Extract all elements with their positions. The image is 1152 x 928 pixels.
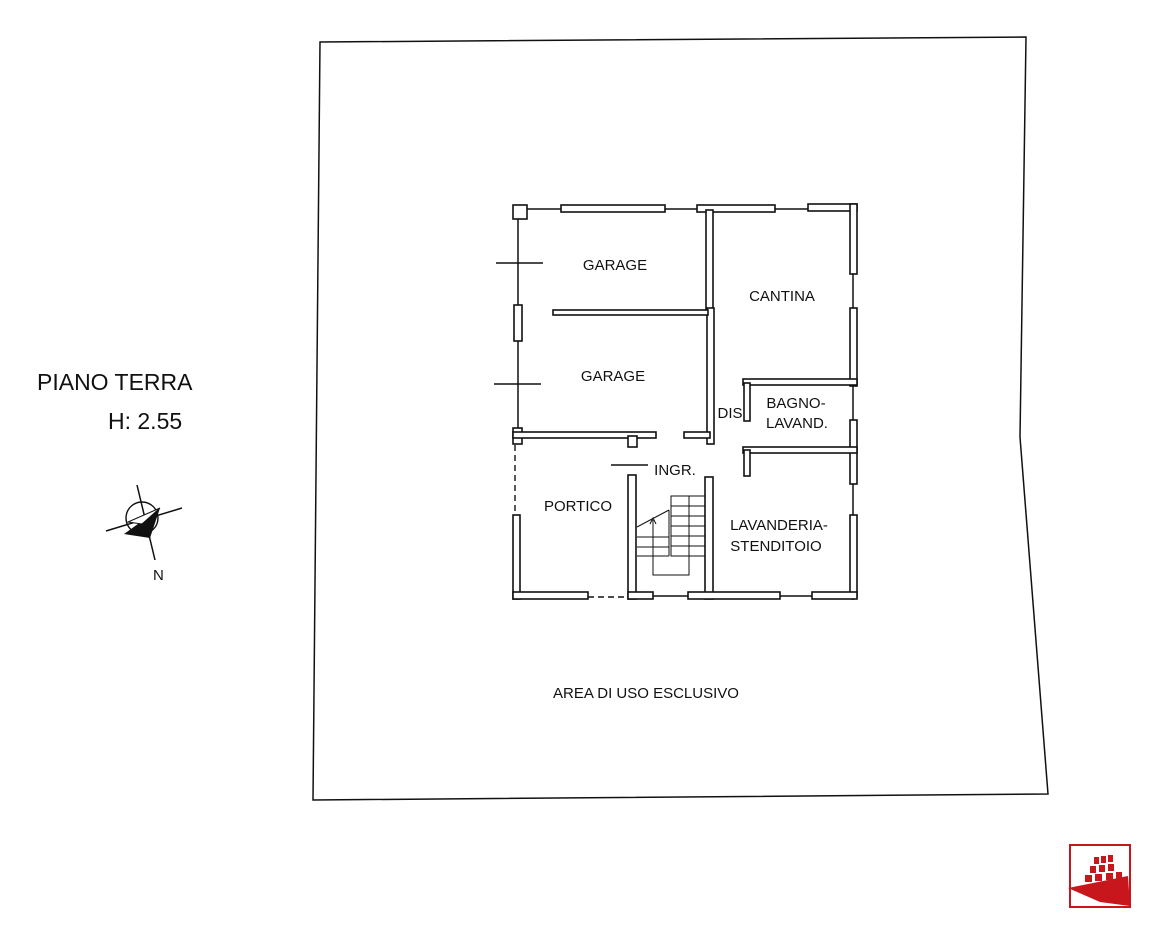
agency-logo (1068, 844, 1131, 908)
outdoor-area-label: AREA DI USO ESCLUSIVO (553, 685, 739, 702)
room-label-garage-1: GARAGE (583, 257, 647, 274)
north-compass-icon (105, 484, 183, 561)
room-label-bagno-2: LAVAND. (766, 415, 828, 432)
room-label-garage-2: GARAGE (581, 368, 645, 385)
walls (512, 203, 858, 600)
room-label-bagno-1: BAGNO- (766, 395, 825, 412)
room-label-lavanderia-2: STENDITOIO (730, 538, 821, 555)
ceiling-height: H: 2.55 (108, 408, 182, 434)
entrance-markers (494, 262, 648, 466)
north-label: N (153, 567, 164, 584)
room-label-cantina: CANTINA (749, 288, 815, 305)
room-label-lavanderia-1: LAVANDERIA- (730, 517, 828, 534)
staircase (636, 495, 706, 576)
lot-boundary (312, 36, 1049, 801)
room-label-portico: PORTICO (544, 498, 612, 515)
room-label-ingresso: INGR. (654, 462, 696, 479)
room-label-dis: DIS (717, 405, 742, 422)
plan-title: PIANO TERRA (37, 369, 193, 395)
